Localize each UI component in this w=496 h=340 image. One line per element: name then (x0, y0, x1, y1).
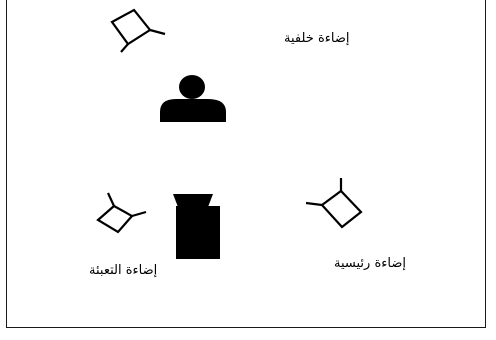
diagram-frame (6, 0, 486, 328)
fill-light-icon (96, 192, 147, 234)
fill-light-label: إضاءة التعبئة (89, 263, 158, 278)
back-light-icon (110, 8, 166, 53)
camera-icon (173, 194, 220, 259)
key-light-label: إضاءة رئيسية (334, 256, 406, 271)
subject-person-icon (160, 75, 226, 122)
back-light-label: إضاءة خلفية (284, 31, 350, 46)
key-light-icon (305, 178, 363, 229)
